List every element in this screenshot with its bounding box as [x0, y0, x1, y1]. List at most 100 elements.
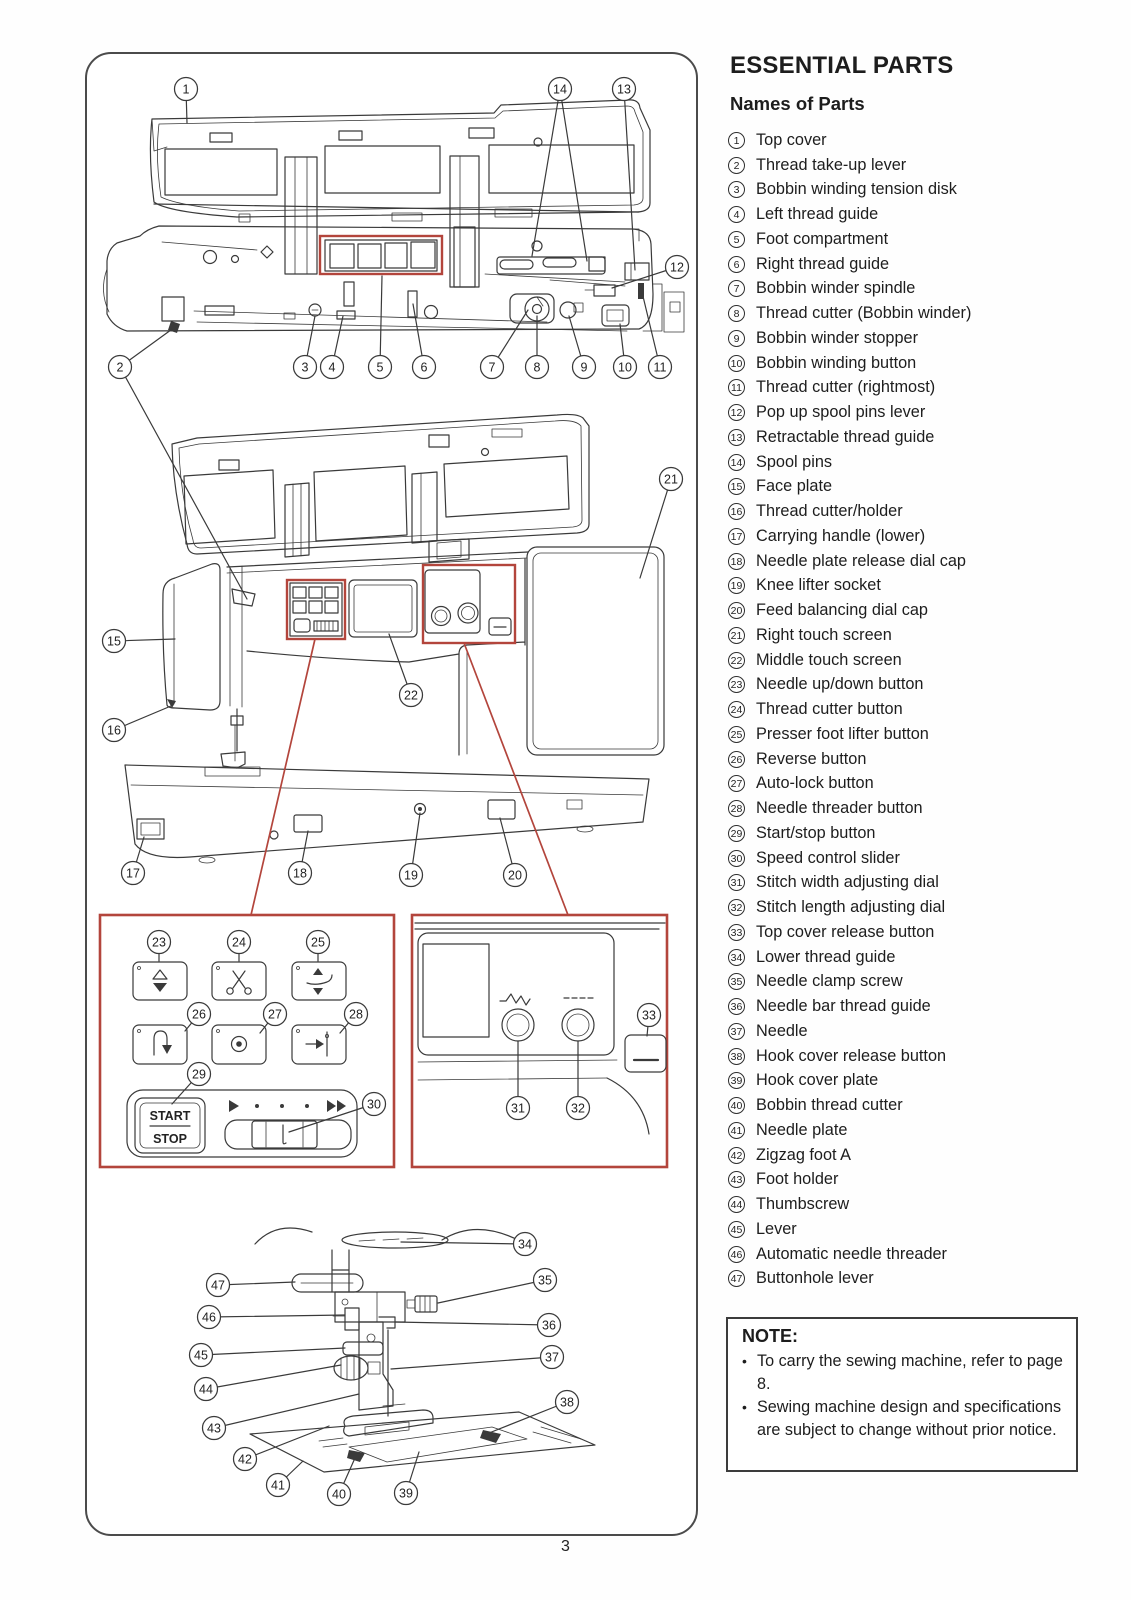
svg-text:2: 2: [117, 360, 124, 374]
part-label: Reverse button: [756, 749, 867, 768]
svg-text:18: 18: [293, 866, 307, 880]
speed-slider-track: [224, 1119, 352, 1150]
callout-39: 39: [393, 1451, 420, 1506]
part-number-badge: 2: [728, 156, 745, 174]
section-title: Names of Parts: [730, 93, 865, 114]
part-number-badge: 32: [728, 899, 745, 917]
speed-slider-knob: [251, 1120, 318, 1149]
auto-lock-icon: [230, 1035, 248, 1053]
svg-text:7: 7: [489, 360, 496, 374]
detail-box-b: [410, 913, 669, 1169]
part-number-badge: 31: [728, 874, 745, 892]
part-number-badge: 47: [728, 1270, 745, 1288]
part-number-badge: 6: [728, 255, 745, 273]
callout-4: 4: [319, 315, 345, 380]
callout-37: 37: [390, 1344, 565, 1370]
start-stop-button: [134, 1097, 206, 1154]
callout-1: 1: [173, 76, 199, 124]
slow-speed-icon: [229, 1100, 239, 1112]
part-label: Needle bar thread guide: [756, 997, 931, 1016]
callout-36: 36: [394, 1312, 562, 1338]
part-number-badge: 10: [728, 354, 745, 372]
part-label: Thread cutter (rightmost): [756, 378, 936, 397]
highlight-foot-compartment: [318, 234, 444, 276]
buttonhole-lever: [291, 1273, 364, 1293]
svg-text:9: 9: [581, 360, 588, 374]
part-label: Needle: [756, 1021, 808, 1040]
callout-33: 33: [636, 1002, 662, 1037]
automatic-needle-threader: [344, 1307, 360, 1331]
part-number-badge: 24: [728, 701, 745, 719]
callout-18: 18: [287, 830, 313, 886]
svg-text:25: 25: [311, 935, 325, 949]
part-number-badge: 33: [728, 923, 745, 941]
part-number-badge: 13: [728, 428, 745, 446]
needle-clamp-screw: [414, 1295, 438, 1313]
hook-cover-release-button: [480, 1430, 501, 1443]
highlight-control-panel: [285, 578, 347, 641]
diagram-panel: START STOP: [85, 52, 698, 1536]
part-number-badge: 4: [728, 206, 745, 224]
svg-text:32: 32: [571, 1101, 585, 1115]
svg-text:23: 23: [152, 935, 166, 949]
needle-updown-icon: [152, 969, 168, 992]
start-label: START: [150, 1109, 191, 1123]
part-label: Right touch screen: [756, 625, 892, 644]
part-number-badge: 17: [728, 527, 745, 545]
svg-text:4: 4: [329, 360, 336, 374]
part-label: Foot compartment: [756, 229, 889, 248]
part-label: Left thread guide: [756, 205, 879, 224]
part-label: Stitch width adjusting dial: [756, 873, 939, 892]
part-label: Bobbin winding tension disk: [756, 180, 957, 199]
svg-text:6: 6: [421, 360, 428, 374]
hook-cover-plate: [348, 1426, 528, 1463]
part-label: Hook cover plate: [756, 1071, 879, 1090]
part-number-badge: 25: [728, 725, 745, 743]
part-number-badge: 8: [728, 305, 745, 323]
callout-13: 13: [611, 76, 637, 271]
part-number-badge: 15: [728, 478, 745, 496]
note-list: •To carry the sewing machine, refer to p…: [742, 1350, 1068, 1442]
startstop-slider-housing: [126, 1089, 358, 1158]
note-text: Sewing machine design and specifications…: [757, 1398, 1062, 1439]
dial-detail-drawing: [410, 913, 669, 1169]
callout-26: 26: [184, 1001, 212, 1032]
thumbscrew: [333, 1355, 369, 1381]
callout-47: 47: [205, 1272, 296, 1298]
part-label: Bobbin thread cutter: [756, 1096, 903, 1115]
part-number-badge: 3: [728, 181, 745, 199]
part-number-badge: 18: [728, 552, 745, 570]
svg-text:3: 3: [302, 360, 309, 374]
part-label: Bobbin winding button: [756, 353, 917, 372]
callout-12: 12: [611, 254, 690, 289]
zigzag-foot: [343, 1409, 434, 1437]
svg-text:17: 17: [126, 866, 140, 880]
part-number-badge: 19: [728, 577, 745, 595]
part-label: Retractable thread guide: [756, 427, 935, 446]
part-number-badge: 39: [728, 1072, 745, 1090]
callout-31: 31: [505, 1040, 531, 1121]
part-label: Needle clamp screw: [756, 972, 903, 991]
note-item: •To carry the sewing machine, refer to p…: [742, 1350, 1068, 1396]
highlight-dial-panel: [421, 563, 517, 645]
part-label: Speed control slider: [756, 848, 900, 867]
svg-text:5: 5: [377, 360, 384, 374]
callout-2: 2: [107, 326, 248, 600]
svg-text:12: 12: [670, 260, 684, 274]
part-label: Lever: [756, 1219, 797, 1238]
